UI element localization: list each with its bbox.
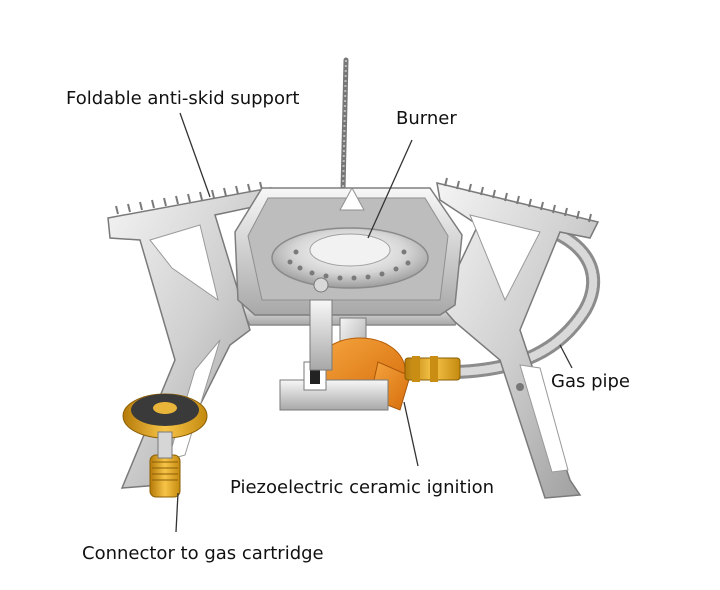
cartridge-connector xyxy=(122,393,208,498)
leader-lines xyxy=(175,112,573,533)
leader-gas-pipe xyxy=(559,344,573,369)
burner-head xyxy=(271,227,429,289)
gas-pipe-fitting xyxy=(404,356,461,382)
label-foldable-support: Foldable anti-skid support xyxy=(66,88,300,109)
leader-connector xyxy=(175,492,179,533)
label-ignition: Piezoelectric ceramic ignition xyxy=(230,477,494,498)
leader-ignition xyxy=(403,401,419,467)
leader-support xyxy=(179,112,211,198)
leader-burner xyxy=(367,139,413,239)
ignition-housing xyxy=(279,277,411,411)
label-gas-pipe: Gas pipe xyxy=(551,371,631,392)
right-support-leg xyxy=(436,177,600,499)
igniter-rod xyxy=(340,57,349,193)
label-burner: Burner xyxy=(396,108,457,129)
label-connector: Connector to gas cartridge xyxy=(82,543,324,564)
